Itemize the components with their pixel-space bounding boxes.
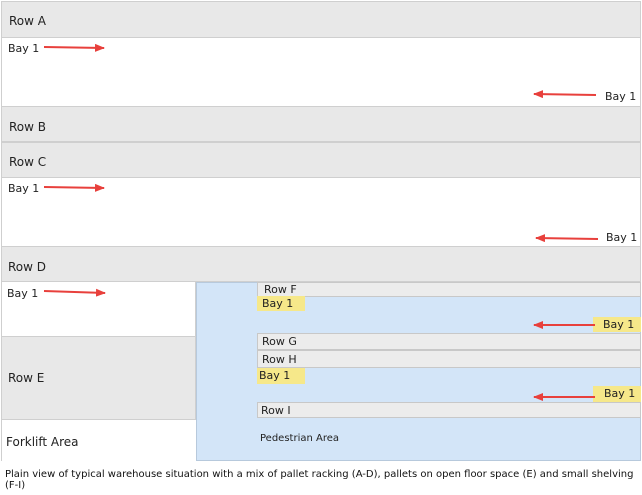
direction-arrows <box>43 43 599 401</box>
row-d-right-arrow-icon <box>43 288 106 297</box>
row-e-band: Row E <box>1 336 196 420</box>
row-b-label: Row B <box>9 120 47 134</box>
row-f-bay-right: Bay 1 <box>593 317 641 332</box>
row-d-label: Row D <box>8 260 47 274</box>
row-g-label: Row G <box>262 335 297 348</box>
row-a-bay-left: Bay 1 <box>8 42 40 55</box>
row-d-bay-left: Bay 1 <box>7 287 39 300</box>
row-c-bay-left: Bay 1 <box>8 182 40 195</box>
forklift-area-label: Forklift Area <box>6 435 79 449</box>
row-a-left-arrow-icon <box>533 90 597 99</box>
row-a-bay-right: Bay 1 <box>605 90 637 103</box>
row-h-bay-left: Bay 1 <box>257 368 305 384</box>
row-f-band: Row F <box>257 282 641 297</box>
row-h-band: Row H <box>257 350 641 368</box>
row-f-label: Row F <box>264 283 297 296</box>
forklift-area: Forklift Area <box>1 420 196 461</box>
row-e-label: Row E <box>8 371 45 385</box>
row-c-left-arrow-icon <box>535 234 599 243</box>
row-f-bay-left: Bay 1 <box>257 296 305 311</box>
row-g-band: Row G <box>257 333 641 350</box>
row-b-band: Row B <box>1 106 641 142</box>
diagram-caption: Plain view of typical warehouse situatio… <box>5 469 634 491</box>
row-c-label: Row C <box>9 155 47 169</box>
row-c-band: Row C <box>1 142 641 178</box>
pedestrian-area-label: Pedestrian Area <box>260 433 340 444</box>
row-h-bay-right: Bay 1 <box>593 386 641 402</box>
row-c-right-arrow-icon <box>43 183 105 192</box>
row-i-band: Row I <box>257 402 641 418</box>
row-d-band: Row D <box>1 246 641 282</box>
row-c-bays: Bay 1 Bay 1 <box>1 178 641 246</box>
row-a-label: Row A <box>9 14 46 28</box>
row-h-label: Row H <box>262 353 297 366</box>
row-a-right-arrow-icon <box>43 43 105 52</box>
row-c-bay-right: Bay 1 <box>606 231 638 244</box>
row-i-label: Row I <box>261 404 291 417</box>
row-a-band: Row A <box>1 1 641 38</box>
